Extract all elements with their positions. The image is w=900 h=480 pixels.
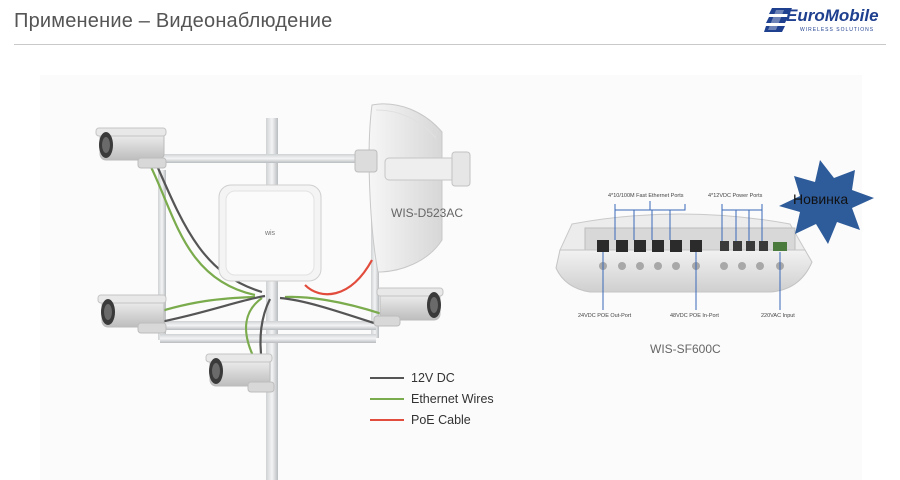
cabling: [139, 164, 386, 363]
logo-mark-icon: [764, 8, 792, 32]
legend-item-12v-dc: 12V DC: [411, 371, 455, 385]
camera-right: [373, 287, 444, 327]
outdoor-switch-box: wis: [218, 184, 322, 282]
legend-lines: [370, 377, 404, 421]
ac-input-label: 220VAC Input: [761, 313, 795, 319]
camera-top-left: [95, 127, 167, 169]
antenna-model-label: WIS-D523AC: [391, 206, 464, 220]
dish-antenna: [354, 103, 471, 273]
page-title: Применение – Видеонаблюдение: [14, 10, 333, 32]
switch-model-label: WIS-SF600C: [650, 342, 721, 356]
legend-item-ethernet: Ethernet Wires: [411, 392, 494, 406]
cable-glands: [599, 262, 784, 270]
logo-text: EuroMobile: [786, 6, 879, 25]
power-ports: [720, 241, 787, 251]
port-callouts: [602, 201, 781, 310]
camera-bottom: [205, 353, 275, 393]
poe-out-label: 24VDC POE Out-Port: [578, 313, 632, 319]
new-badge-text: Новинка: [793, 191, 849, 207]
camera-mid-left: [97, 294, 167, 334]
fast-ethernet-label: 4*10/100M Fast Ethernet Ports: [608, 193, 684, 199]
switch-box-logo: wis: [264, 230, 276, 237]
mounting-pole-frame: [158, 118, 379, 480]
legend-item-poe: PoE Cable: [411, 413, 471, 427]
euromobile-logo: EuroMobile WIRELESS SOLUTIONS: [764, 6, 888, 36]
title-divider: [14, 44, 886, 45]
poe-in-label: 48VDC POE In-Port: [670, 313, 719, 319]
logo-subtitle: WIRELESS SOLUTIONS: [800, 27, 875, 33]
power-ports-label: 4*12VDC Power Ports: [708, 193, 763, 199]
ethernet-ports: [597, 240, 702, 252]
new-badge-starburst: [779, 160, 874, 244]
wis-sf600c-switch: [555, 201, 813, 310]
